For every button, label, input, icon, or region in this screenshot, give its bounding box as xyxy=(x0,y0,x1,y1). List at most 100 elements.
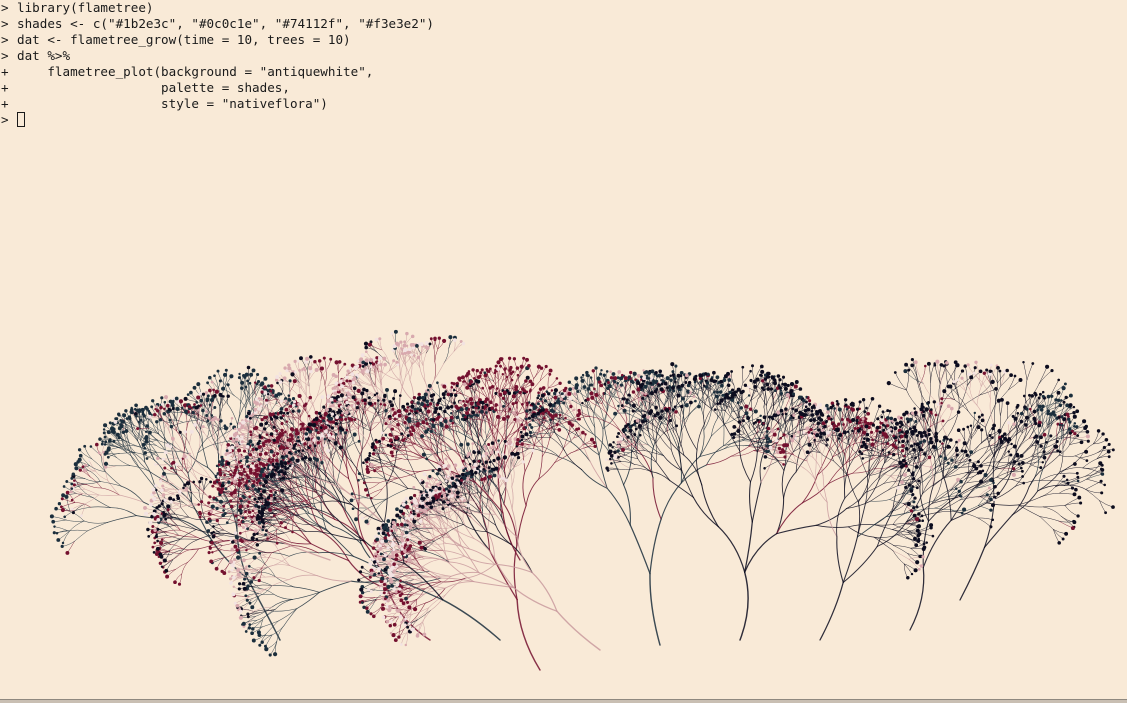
tree-branch xyxy=(713,392,717,407)
tree-branch xyxy=(471,443,474,458)
tree-branch xyxy=(744,521,753,573)
tree-branch xyxy=(296,591,320,609)
tree-branch xyxy=(1047,430,1062,443)
tree-branch xyxy=(1041,409,1043,424)
tree-branch xyxy=(784,420,790,435)
tree-branch xyxy=(543,446,560,458)
tree-branch xyxy=(929,417,935,437)
tree-branch xyxy=(516,536,533,573)
tree-branch xyxy=(741,437,757,440)
tree-branch xyxy=(459,476,472,485)
tree-branch xyxy=(401,567,414,575)
tree-branch xyxy=(345,456,349,479)
tree-branch xyxy=(422,607,429,623)
tree-branch xyxy=(888,456,903,468)
tree-branch xyxy=(792,417,794,428)
tree-branch xyxy=(1063,484,1086,490)
tree-branch xyxy=(635,436,649,446)
tree-branch xyxy=(618,468,633,470)
tree-branch xyxy=(976,386,982,406)
tree-branch xyxy=(819,452,834,462)
tree-branch xyxy=(534,428,550,446)
tree-branch xyxy=(466,488,473,501)
tree-branch xyxy=(1059,472,1078,474)
tree-branch xyxy=(751,397,753,412)
tree-branch xyxy=(902,431,916,444)
tree-branch xyxy=(935,462,954,474)
tree-branch xyxy=(563,434,569,448)
tree-branch xyxy=(405,599,418,606)
tree-branch xyxy=(1011,479,1024,484)
tree-branch xyxy=(846,500,872,509)
tree-branch xyxy=(249,588,267,598)
tree-branch xyxy=(272,492,290,502)
tree-branch xyxy=(976,477,997,485)
tree-branch xyxy=(439,555,465,560)
tree-branch xyxy=(842,545,878,584)
tree-branch xyxy=(688,406,700,416)
tree-branch xyxy=(668,409,685,425)
tree-branch xyxy=(966,430,976,447)
tree-branch xyxy=(211,402,214,419)
tree-branch xyxy=(279,502,296,505)
tree-branch xyxy=(1058,438,1062,456)
tree-branch xyxy=(696,423,705,451)
tree-branch xyxy=(448,537,471,550)
tree-branch xyxy=(845,450,866,464)
tree-branch xyxy=(422,581,446,589)
tree-branch xyxy=(684,423,698,451)
tree-branch xyxy=(413,576,431,580)
tree-branch xyxy=(993,466,1013,500)
tree-branch xyxy=(697,394,713,406)
tree-branch xyxy=(655,428,657,444)
tree-branch xyxy=(1062,429,1069,449)
tree-branch xyxy=(780,424,790,435)
tree-branch xyxy=(554,432,572,443)
tree-branch xyxy=(560,422,572,443)
tree-branch xyxy=(292,545,319,554)
tree-branch xyxy=(244,390,247,409)
tree-branch xyxy=(224,370,228,386)
tree-branch xyxy=(1029,455,1044,468)
tree-branch xyxy=(983,498,995,548)
tree-branch xyxy=(643,389,646,407)
tree-branch xyxy=(220,518,237,523)
tree-branch xyxy=(742,432,757,441)
tree-branch xyxy=(892,513,905,525)
tree-branch xyxy=(394,608,409,611)
tree-branch xyxy=(380,577,397,586)
tree-branch xyxy=(510,454,514,469)
tree-branch xyxy=(199,421,202,435)
tree-branch xyxy=(293,586,320,593)
tree-branch xyxy=(906,426,916,442)
tree-branch xyxy=(892,550,905,565)
tree-branch xyxy=(710,407,726,427)
tree-branch xyxy=(1038,370,1053,384)
tree-branch xyxy=(654,440,664,456)
tree-branch xyxy=(873,536,894,551)
tree-branch xyxy=(642,431,649,446)
tree-branch xyxy=(936,420,948,436)
tree-branch xyxy=(759,429,767,440)
tree-branch xyxy=(1038,406,1040,422)
tree-branch xyxy=(981,441,990,458)
tree-branch xyxy=(348,478,360,508)
tree-branch xyxy=(324,455,332,474)
tree-branch xyxy=(116,457,131,466)
tree-branch xyxy=(511,468,515,488)
tree-branch xyxy=(817,456,834,476)
tree-branch xyxy=(245,383,249,403)
tree-branch xyxy=(120,485,144,503)
tree-branch xyxy=(415,540,430,550)
tree-branch xyxy=(181,435,189,454)
tree-branch xyxy=(1027,406,1037,422)
tree-branch xyxy=(873,524,893,530)
tree-branch xyxy=(638,453,657,463)
tree-branch xyxy=(752,398,759,412)
tree-branch xyxy=(785,437,793,451)
tree-branch xyxy=(945,441,957,458)
tree-branch xyxy=(766,405,775,427)
tree-branch xyxy=(423,581,442,585)
tree-branch xyxy=(84,494,100,505)
